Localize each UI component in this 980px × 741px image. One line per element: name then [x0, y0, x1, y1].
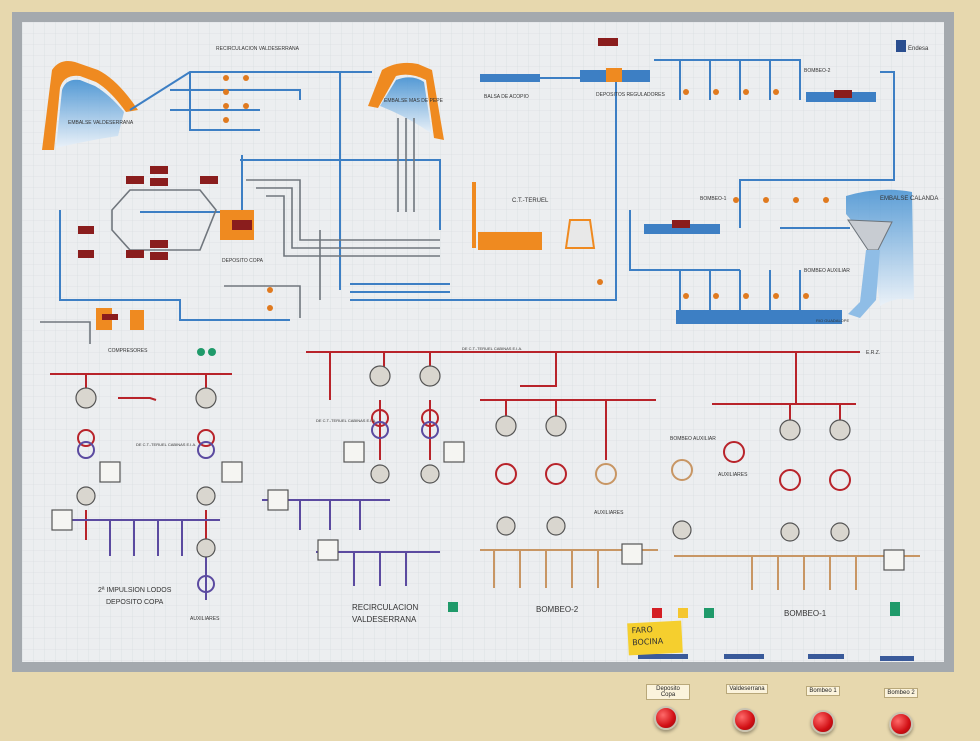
plate-valdeserrana: Valdeserrana [726, 684, 768, 694]
deposito-copa-label: DEPOSITO COPA [222, 258, 264, 264]
bombeo-1-top-label: BOMBEO-1 [700, 196, 727, 202]
logo-text: Endesa [908, 46, 929, 52]
deposito-copa-bottom-label: DEPOSITO COPA [106, 599, 164, 606]
embalse-valdeserrana-label: EMBALSE VALDESERRANA [68, 120, 134, 126]
endesa-logo-icon [896, 40, 906, 52]
compressor-start-button[interactable] [197, 348, 205, 356]
bombeo-1-label: BOMBEO-1 [784, 609, 827, 618]
bombeo-auxiliar-tank [676, 310, 842, 324]
chimney [472, 182, 476, 248]
compresores-label: COMPRESORES [108, 348, 148, 354]
green-lamp[interactable] [704, 608, 714, 618]
yellow-lamp[interactable] [678, 608, 688, 618]
bombeo-auxiliar-label: BOMBEO AUXILIAR [670, 436, 716, 442]
rio-guadalope-label: RIO GUADALOPE [816, 318, 849, 323]
plate-bombeo-2: Bombeo 2 [884, 688, 918, 698]
embalse-mas-de-pepe [368, 62, 444, 140]
analog-meters [51, 441, 905, 571]
embalse-calanda [846, 189, 914, 306]
recirculacion-top-label: RECIRCULACION VALDESERRANA [216, 46, 300, 52]
breaker-switches[interactable] [75, 365, 851, 558]
bombeo-1-green-button[interactable] [890, 602, 900, 616]
recirculacion-label-2: VALDESERRANA [352, 615, 417, 624]
impulsion-label: 2ª IMPULSION LODOS [98, 587, 172, 594]
sticky-note-line-2: BOCINA [631, 636, 664, 648]
emergency-stop-bombeo-2[interactable] [889, 712, 913, 736]
process-lines [40, 118, 440, 344]
transformers [77, 409, 851, 593]
emergency-stop-valdeserrana[interactable] [733, 708, 757, 732]
auxiliares-label-2: AUXILIARES [594, 510, 624, 516]
bombeo-2-top-label: BOMBEO-2 [804, 68, 831, 74]
erz-label: E.R.Z. [866, 350, 880, 356]
embalse-mas-de-pepe-label: EMBALSE MAS DE PEPE [384, 98, 444, 104]
sticky-note: FARO BOCINA [627, 620, 683, 656]
recirculacion-green-button[interactable] [448, 602, 458, 612]
emergency-stop-deposito-copa[interactable] [654, 706, 678, 730]
digital-displays [78, 166, 218, 260]
red-lamp[interactable] [652, 608, 662, 618]
blue-tag-strips [638, 654, 914, 661]
plate-deposito-copa: Deposito Copa [646, 684, 690, 700]
compressor-stop-button[interactable] [208, 348, 216, 356]
bombeo-2-label: BOMBEO-2 [536, 605, 579, 614]
ct-teruel-cabinas-3: DE C.T.-TERUEL CABINAS E.I.A. [462, 346, 522, 351]
auxiliares-label-1: AUXILIARES [190, 616, 220, 622]
level-display [598, 38, 618, 46]
embalse-calanda-label: EMBALSE CALANDA [880, 196, 938, 202]
valve-indicators [223, 75, 829, 311]
depositos-reguladores-label: DEPOSITOS REGULADORES [596, 92, 665, 98]
plate-bombeo-1: Bombeo 1 [806, 686, 840, 696]
calanda-channel [848, 250, 880, 318]
bombeo-auxiliar-top-label: BOMBEO AUXILIAR [804, 268, 850, 274]
emergency-stop-bombeo-1[interactable] [811, 710, 835, 734]
embalse-valdeserrana [42, 61, 138, 150]
balsa-de-acopio [480, 74, 540, 82]
compresor-2 [130, 310, 144, 330]
cooling-tower [564, 219, 596, 249]
ct-teruel-label: C.T.-TERUEL [512, 198, 549, 204]
mv-busbars [480, 549, 920, 590]
ct-teruel-cabinas-1: DE C.T.-TERUEL CABINAS E.I.A. [136, 442, 196, 447]
bombeo-1-tank [644, 224, 720, 234]
ct-teruel-plant [478, 232, 542, 250]
lv-busbars [56, 499, 440, 600]
ct-teruel-cabinas-2: DE C.T.-TERUEL CABINAS E.I.A. [316, 418, 376, 423]
auxiliares-label-3: AUXILIARES [718, 472, 748, 478]
balsa-acopio-label: BALSA DE ACOPIO [484, 94, 529, 100]
recirculacion-label-1: RECIRCULACION [352, 603, 418, 612]
